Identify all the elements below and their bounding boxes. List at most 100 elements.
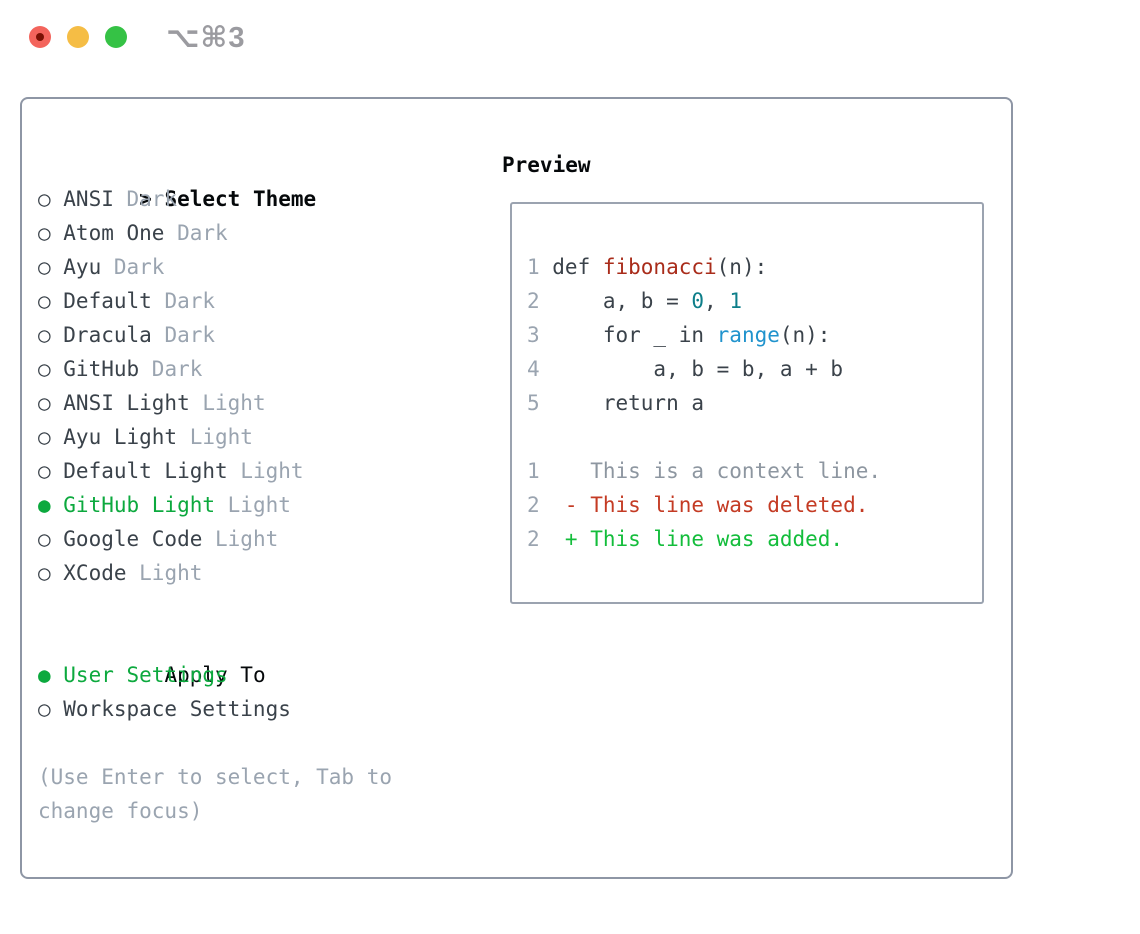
theme-item-ansi-light[interactable]: ○ ANSI Light Light	[38, 386, 392, 420]
code-segment: ,	[704, 289, 730, 313]
help-text-line-1: (Use Enter to select, Tab to	[38, 765, 393, 789]
theme-name: GitHub Light	[63, 493, 215, 517]
apply-to-header-label: Apply To	[164, 663, 266, 687]
preview-title: Preview	[502, 153, 591, 177]
radio-unselected-icon: ○	[38, 425, 51, 449]
theme-item-github-light[interactable]: ● GitHub Light Light	[38, 488, 392, 522]
theme-settings-panel: > Select Theme ○ ANSI Dark ○ Atom One Dark ○ A…	[20, 97, 1013, 879]
theme-name: Default Light	[63, 459, 228, 483]
line-number: 1	[527, 459, 540, 483]
unsaved-changes-dot	[36, 33, 44, 41]
theme-variant-badge: Light	[139, 561, 203, 585]
line-number: 4	[527, 357, 540, 381]
theme-item-atom-one[interactable]: ○ Atom One Dark	[38, 216, 392, 250]
spacer-row	[38, 726, 392, 760]
minimize-button[interactable]	[67, 26, 89, 48]
theme-variant-badge: Light	[240, 459, 304, 483]
radio-unselected-icon: ○	[38, 561, 51, 585]
code-line: 2 - This line was deleted.	[527, 488, 982, 522]
titlebar: ⌥⌘3	[0, 0, 1140, 74]
apply-to-header: Apply To	[38, 624, 392, 687]
code-segment: (n):	[716, 255, 768, 279]
theme-variant-badge: Light	[189, 425, 253, 449]
code-segment: for _ in	[552, 323, 717, 347]
radio-selected-icon: ●	[38, 493, 51, 517]
theme-selector-column: > Select Theme ○ ANSI Dark ○ Atom One Dark ○ A…	[38, 148, 392, 828]
radio-unselected-icon: ○	[38, 255, 51, 279]
code-line: 5 return a	[527, 386, 982, 420]
radio-unselected-icon: ○	[38, 289, 51, 313]
code-line	[527, 420, 982, 454]
theme-variant-badge: Dark	[164, 289, 216, 313]
theme-item-default-light[interactable]: ○ Default Light Light	[38, 454, 392, 488]
radio-unselected-icon: ○	[38, 187, 51, 211]
line-number: 5	[527, 391, 540, 415]
theme-item-dracula[interactable]: ○ Dracula Dark	[38, 318, 392, 352]
radio-unselected-icon: ○	[38, 323, 51, 347]
apply-to-list: ●User Settings○Workspace Settings	[38, 658, 392, 726]
theme-name: Atom One	[63, 221, 165, 245]
radio-unselected-icon: ○	[38, 527, 51, 551]
theme-item-ayu-light[interactable]: ○ Ayu Light Light	[38, 420, 392, 454]
theme-variant-badge: Dark	[113, 255, 165, 279]
theme-name: ANSI Light	[63, 391, 190, 415]
apply-option-user-settings[interactable]: ●User Settings	[38, 658, 392, 692]
theme-variant-badge: Dark	[177, 221, 228, 245]
radio-unselected-icon: ○	[38, 221, 51, 245]
radio-unselected-icon: ○	[38, 459, 51, 483]
theme-variant-badge: Dark	[151, 357, 203, 381]
line-number: 2	[527, 289, 540, 313]
radio-unselected-icon: ○	[38, 357, 51, 381]
code-segment: 1	[729, 289, 742, 313]
theme-name: Ayu	[63, 255, 102, 279]
theme-list-header: > Select Theme	[38, 148, 392, 211]
theme-name: Dracula	[63, 323, 152, 347]
theme-item-xcode[interactable]: ○ XCode Light	[38, 556, 392, 590]
code-segment: + This line was added.	[552, 527, 844, 551]
apply-option-label: Workspace Settings	[63, 697, 291, 721]
theme-variant-badge: Light	[215, 527, 279, 551]
apply-option-workspace-settings[interactable]: ○Workspace Settings	[38, 692, 392, 726]
line-number: 3	[527, 323, 540, 347]
code-segment: fibonacci	[602, 255, 717, 279]
theme-item-default[interactable]: ○ Default Dark	[38, 284, 392, 318]
theme-name: GitHub	[63, 357, 140, 381]
prompt-caret-icon: >	[139, 187, 152, 211]
theme-name: Ayu Light	[63, 425, 178, 449]
line-number: 1	[527, 255, 540, 279]
theme-variant-badge: Light	[202, 391, 266, 415]
theme-item-ansi[interactable]: ○ ANSI Dark	[38, 182, 392, 216]
radio-unselected-icon: ○	[38, 391, 51, 415]
code-segment: (n):	[779, 323, 831, 347]
theme-name: Google Code	[63, 527, 203, 551]
code-segment: - This line was deleted.	[552, 493, 869, 517]
theme-name: Default	[63, 289, 152, 313]
theme-list: ○ ANSI Dark ○ Atom One Dark ○ Ayu Dark ○ Defaul…	[38, 182, 392, 590]
theme-variant-badge: Dark	[164, 323, 216, 347]
line-number: 2	[527, 527, 540, 551]
line-number: 2	[527, 493, 540, 517]
code-segment: return a	[552, 391, 704, 415]
code-line: 2 + This line was added.	[527, 522, 982, 556]
code-line: 1 This is a context line.	[527, 454, 982, 488]
theme-variant-badge: Light	[227, 493, 291, 517]
code-segment: a, b =	[552, 289, 692, 313]
help-text-line-2: change focus)	[38, 799, 203, 823]
zoom-button[interactable]	[105, 26, 127, 48]
theme-list-header-label: Select Theme	[164, 187, 317, 211]
code-segment: 0	[691, 289, 705, 313]
theme-item-google-code[interactable]: ○ Google Code Light	[38, 522, 392, 556]
close-button[interactable]	[29, 26, 51, 48]
theme-variant-badge: Dark	[126, 187, 178, 211]
theme-item-ayu[interactable]: ○ Ayu Dark	[38, 250, 392, 284]
code-line: 1 def fibonacci(n):	[527, 250, 982, 284]
code-segment: def	[552, 255, 603, 279]
spacer-row	[38, 590, 392, 624]
code-segment: This is a context line.	[552, 459, 882, 483]
theme-name: XCode	[63, 561, 127, 585]
theme-name: ANSI	[63, 187, 114, 211]
theme-item-github[interactable]: ○ GitHub Dark	[38, 352, 392, 386]
